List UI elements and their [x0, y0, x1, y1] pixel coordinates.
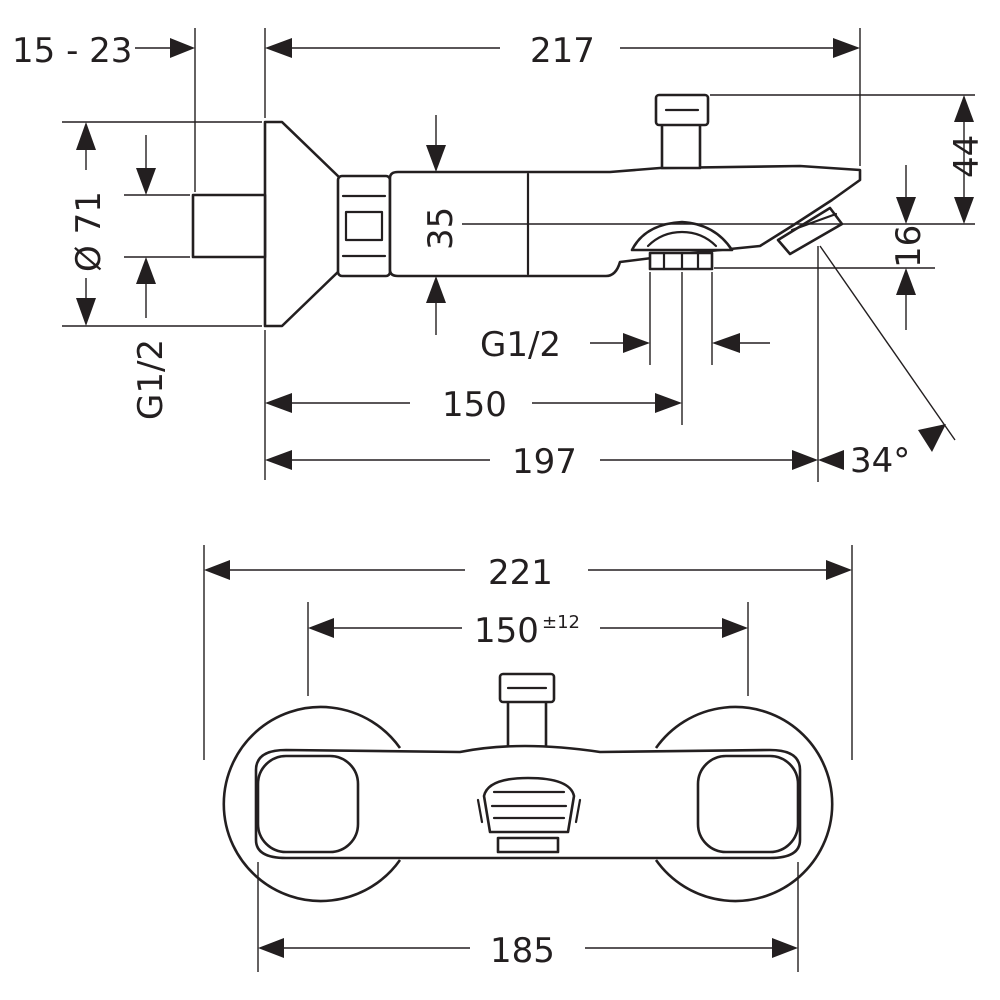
wall-connector	[191, 193, 267, 259]
dim-handle-span: 185	[257, 862, 799, 972]
dim-offset-label: 15 - 23	[12, 31, 132, 71]
dim-diameter: Ø 71	[62, 121, 262, 327]
side-view: 15 - 23 217 Ø 71	[12, 28, 987, 482]
dim-body-height: 35	[421, 115, 975, 335]
dim-centers: 150 ±12	[307, 602, 749, 696]
dim-spout-drop: 16	[714, 165, 935, 330]
dim-spout-drop-label: 16	[889, 225, 929, 268]
dim-inlet-thread-label: G1/2	[131, 339, 171, 420]
dim-overall-width: 221	[203, 545, 853, 760]
diverter-knob-side	[654, 93, 710, 170]
dim-wall-to-spout-label: 197	[512, 442, 577, 482]
dim-inlet-thread: G1/2	[124, 135, 190, 420]
dim-diameter-label: Ø 71	[69, 191, 109, 272]
dim-center-to-outlet: 150	[264, 272, 683, 480]
dim-spout-angle: 34°	[819, 245, 956, 481]
dim-wall-to-spout: 197	[265, 246, 844, 482]
dim-overall-length: 217	[264, 28, 861, 166]
dim-overall-width-label: 221	[488, 553, 553, 593]
dim-outlet-thread: G1/2	[480, 272, 770, 365]
bottom-outlet	[630, 220, 734, 271]
wall-flange	[263, 120, 342, 328]
dim-handle-span-label: 185	[490, 931, 555, 971]
left-handle	[256, 754, 360, 854]
outlet-nozzle-front	[476, 776, 582, 854]
dim-offset: 15 - 23	[12, 28, 196, 192]
right-handle	[696, 754, 800, 854]
dim-center-to-outlet-label: 150	[442, 385, 507, 425]
dim-centers-tolerance: ±12	[542, 612, 580, 633]
hex-nut	[336, 174, 392, 278]
dim-diverter-height-label: 44	[947, 135, 987, 178]
front-view: 221 150 ±12 185	[203, 545, 853, 972]
dim-diverter-height: 44	[710, 94, 987, 224]
diverter-knob-front	[498, 672, 556, 750]
mixer-body	[388, 164, 862, 278]
dim-centers-label: 150	[474, 611, 539, 651]
dim-body-height-label: 35	[421, 207, 461, 250]
dim-spout-angle-label: 34°	[850, 441, 910, 481]
dim-outlet-thread-label: G1/2	[480, 325, 561, 365]
dim-overall-length-label: 217	[530, 31, 595, 71]
